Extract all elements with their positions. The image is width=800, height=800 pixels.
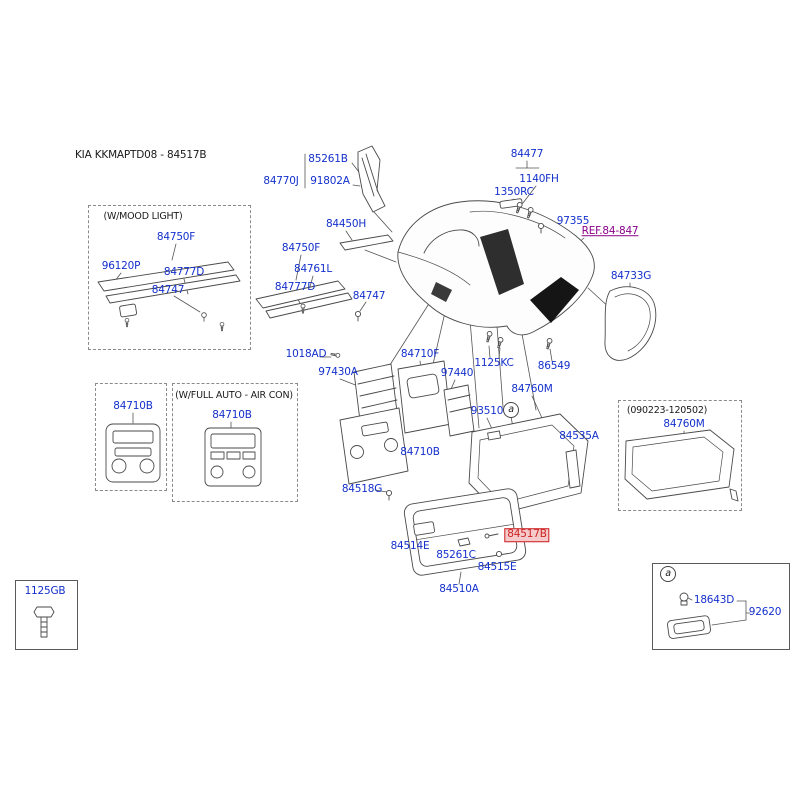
part-label: 84514E — [390, 540, 430, 553]
part-label: 97355 — [556, 215, 590, 228]
part-label: 84733G — [610, 270, 652, 283]
part-label: 97430A — [318, 366, 358, 379]
callout-a-main: a — [503, 402, 519, 418]
center-fascia-drawing — [339, 360, 475, 485]
part-label: 1018AD — [285, 348, 327, 361]
part-label: 1125GB — [24, 585, 66, 598]
part-label: 84710F — [400, 348, 440, 361]
mood-light-box-title: (W/MOOD LIGHT) — [103, 210, 183, 222]
part-label: 84477 — [510, 148, 544, 161]
part-label: 84760M — [663, 418, 705, 431]
passenger-garnish-drawing — [255, 280, 362, 322]
part-label: 84535A — [559, 430, 599, 443]
lamp-drawing — [667, 592, 711, 639]
part-label: 86549 — [537, 360, 571, 373]
crash-pad-drawing — [397, 200, 595, 336]
part-label: 97440 — [440, 367, 474, 380]
part-label: 85261B — [308, 153, 348, 166]
part-label: 84761L — [293, 263, 333, 276]
side-garnish-drawing — [604, 286, 657, 361]
part-label: 96120P — [101, 260, 141, 273]
highlighted-part-label: 84517B — [504, 528, 550, 542]
mood-light-box — [88, 205, 251, 350]
side-bracket-drawing — [357, 145, 386, 213]
part-label: 84777D — [274, 281, 316, 294]
lamp-detail-box — [652, 563, 790, 650]
part-label: 84510A — [439, 583, 479, 596]
part-label: 84777D — [163, 266, 205, 279]
date-range-box-title: (090223-120502) — [626, 404, 708, 416]
part-label: 84515E — [477, 561, 517, 574]
part-label: 1125KC — [474, 357, 514, 370]
part-label: 84518G — [341, 483, 383, 496]
part-label: 84750F — [281, 242, 321, 255]
part-label: 84750F — [156, 231, 196, 244]
part-label: 84747 — [151, 284, 185, 297]
part-label: 92620 — [748, 606, 782, 619]
top-mounting-parts-drawing — [499, 198, 545, 234]
page-code: KIA KKMAPTD08 - 84517B — [75, 149, 207, 161]
heater-panel-box — [95, 383, 167, 491]
heater-control-drawing — [105, 423, 161, 483]
part-label: 84760M — [511, 383, 553, 396]
date-range-box — [618, 400, 742, 511]
part-label: 91802A — [310, 175, 350, 188]
part-label: 84710B — [400, 446, 440, 459]
part-label: 1140FH — [519, 173, 559, 186]
part-label: 84770J — [263, 175, 299, 188]
defroster-strip-drawing — [339, 234, 394, 251]
full-auto-control-drawing — [204, 427, 262, 487]
part-label: 18643D — [693, 594, 735, 607]
part-label: 84747 — [352, 290, 386, 303]
part-label: 85261C — [436, 549, 476, 562]
glove-door-drawing — [385, 488, 527, 576]
part-label: 93510 — [470, 405, 504, 418]
bolt-1125gb-box — [15, 580, 78, 650]
full-auto-box-title: (W/FULL AUTO - AIR CON) — [175, 389, 293, 401]
glove-housing-drawing — [468, 413, 589, 515]
bolt-drawing — [33, 606, 55, 638]
glove-housing-late-drawing — [624, 429, 739, 502]
part-label: 84710B — [113, 400, 153, 413]
full-auto-aircon-box — [172, 383, 298, 502]
callout-a-detail: a — [660, 566, 676, 582]
part-label: 1350RC — [494, 186, 534, 199]
mood-light-garnish-drawing — [97, 261, 241, 332]
part-label: 84450H — [325, 218, 367, 231]
part-label: 84710B — [212, 409, 252, 422]
ref-84-847-label: REF.84-847 — [581, 225, 639, 238]
